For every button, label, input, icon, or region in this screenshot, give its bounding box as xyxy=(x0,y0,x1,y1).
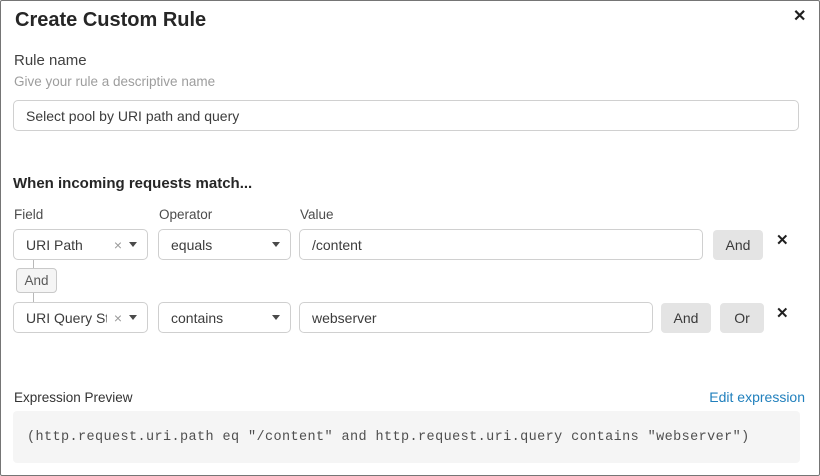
operator-select-row2-value: contains xyxy=(171,309,224,326)
add-or-button-row2[interactable]: Or xyxy=(720,303,764,333)
clear-icon[interactable]: × xyxy=(113,236,122,253)
remove-condition-icon-row1[interactable]: ✕ xyxy=(776,232,789,249)
rule-name-label: Rule name xyxy=(14,52,87,69)
rule-name-hint: Give your rule a descriptive name xyxy=(14,74,216,89)
field-select-row2[interactable]: URI Query St... × xyxy=(13,302,148,333)
close-icon[interactable]: ✕ xyxy=(793,8,807,25)
expression-preview-label: Expression Preview xyxy=(14,390,133,405)
operator-select-row1[interactable]: equals xyxy=(158,229,291,260)
chevron-down-icon xyxy=(272,315,280,320)
value-input-row2[interactable] xyxy=(299,302,653,333)
edit-expression-link[interactable]: Edit expression xyxy=(709,389,805,405)
connector-line xyxy=(33,293,34,303)
and-connector-badge: And xyxy=(16,268,57,293)
value-column-label: Value xyxy=(300,207,334,222)
field-select-row1[interactable]: URI Path × xyxy=(13,229,148,260)
field-select-row2-value: URI Query St... xyxy=(26,309,107,326)
chevron-down-icon xyxy=(129,242,137,247)
rule-name-input[interactable] xyxy=(13,100,799,131)
value-input-row1[interactable] xyxy=(299,229,703,260)
operator-select-row2[interactable]: contains xyxy=(158,302,291,333)
operator-column-label: Operator xyxy=(159,207,213,222)
field-select-row1-value: URI Path xyxy=(26,236,83,253)
operator-select-row1-value: equals xyxy=(171,236,213,253)
match-section-heading: When incoming requests match... xyxy=(13,175,253,192)
connector-line xyxy=(33,260,34,269)
clear-icon[interactable]: × xyxy=(113,309,122,326)
field-column-label: Field xyxy=(14,207,44,222)
add-and-button-row2[interactable]: And xyxy=(661,303,711,333)
expression-code: (http.request.uri.path eq "/content" and… xyxy=(27,429,750,445)
chevron-down-icon xyxy=(129,315,137,320)
dialog-title: Create Custom Rule xyxy=(15,9,207,31)
chevron-down-icon xyxy=(272,242,280,247)
expression-preview-box: (http.request.uri.path eq "/content" and… xyxy=(13,411,800,463)
remove-condition-icon-row2[interactable]: ✕ xyxy=(776,305,789,322)
add-and-button-row1[interactable]: And xyxy=(713,230,763,260)
